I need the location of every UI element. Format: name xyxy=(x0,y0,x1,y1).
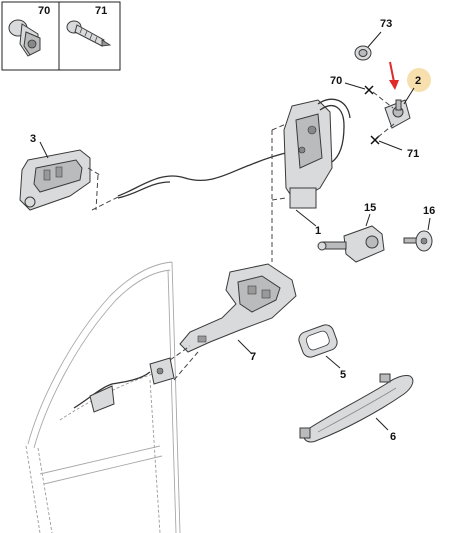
callout-6: 6 xyxy=(390,431,396,443)
callout-5: 5 xyxy=(340,369,346,381)
callout-73: 73 xyxy=(380,18,392,30)
screw-icon xyxy=(66,20,112,47)
legend-label-71: 71 xyxy=(95,5,107,17)
dash-3b xyxy=(91,195,121,211)
part-5-handle-gasket xyxy=(298,324,338,358)
inner-door-cable xyxy=(73,345,199,413)
release-cable xyxy=(117,151,291,197)
dash-70 xyxy=(372,91,394,109)
leader-16 xyxy=(427,217,431,231)
part-7-handle-bracket xyxy=(179,263,297,353)
leader-2 xyxy=(403,87,415,105)
fastener-cross-71 xyxy=(370,135,380,145)
fastener-legend-box: 70 71 xyxy=(1,1,121,71)
callout-1: 1 xyxy=(315,225,321,237)
leader-73 xyxy=(367,31,382,48)
part-2-striker xyxy=(384,99,411,129)
dash-1-top xyxy=(271,123,287,131)
callout-15: 15 xyxy=(364,202,376,214)
leader-5 xyxy=(325,355,341,369)
callout-70: 70 xyxy=(330,75,342,87)
dash-3a xyxy=(87,167,101,176)
leader-15 xyxy=(365,213,371,227)
part-73-cap xyxy=(354,45,372,61)
release-cable-end xyxy=(117,181,171,199)
part-16-cylinder-insert xyxy=(403,230,433,252)
part-3-inner-handle xyxy=(19,149,91,211)
callout-71: 71 xyxy=(407,148,419,160)
part-1-lock xyxy=(283,98,351,209)
callout-16: 16 xyxy=(423,205,435,217)
callout-3: 3 xyxy=(30,133,36,145)
door-outline xyxy=(25,261,181,533)
leader-1 xyxy=(295,209,317,227)
fastener-cross-70 xyxy=(364,85,374,95)
legend-label-70: 70 xyxy=(38,5,50,17)
part-6-outer-handle xyxy=(299,373,414,443)
part-15-lock-cylinder xyxy=(317,225,385,263)
leader-71 xyxy=(378,140,403,151)
flange-bolt-icon xyxy=(8,19,41,57)
leader-70 xyxy=(344,82,366,90)
callout-7: 7 xyxy=(250,351,256,363)
leader-6 xyxy=(375,417,389,431)
leader-3 xyxy=(39,141,49,159)
callout-2: 2 xyxy=(415,75,421,87)
dash-3c xyxy=(95,174,99,211)
dash-71 xyxy=(377,123,395,138)
highlight-circle xyxy=(407,68,431,92)
leader-7 xyxy=(237,339,253,355)
red-arrow-icon xyxy=(389,61,399,90)
dash-1-mid xyxy=(271,197,287,201)
